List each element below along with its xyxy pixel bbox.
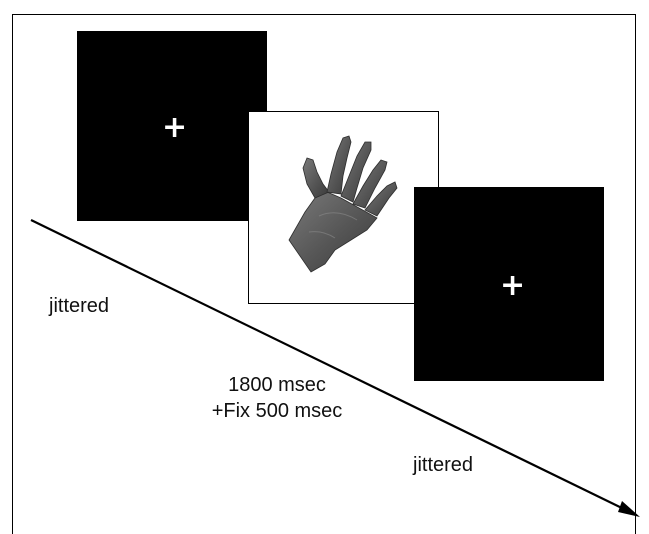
time-arrow-head <box>618 501 640 517</box>
figure-frame <box>12 14 636 534</box>
jittered-label-2: jittered <box>413 454 474 476</box>
hand-image <box>288 135 398 273</box>
stimulus-duration-line1: 1800 msec <box>228 374 326 396</box>
time-arrow-line <box>30 219 629 512</box>
fixation-screen-1: + <box>77 31 267 221</box>
stimulus-duration-label: 1800 msec +Fix 500 msec <box>197 372 357 424</box>
fixation-screen-2: + <box>414 187 604 381</box>
hand-stimulus-screen <box>248 111 439 304</box>
stimulus-duration-line2: +Fix 500 msec <box>211 400 343 422</box>
fixation-cross-2: + <box>500 268 526 303</box>
time-arrow <box>30 219 640 517</box>
fixation-cross-1: + <box>162 110 188 145</box>
jittered-label-1: jittered <box>49 295 110 317</box>
